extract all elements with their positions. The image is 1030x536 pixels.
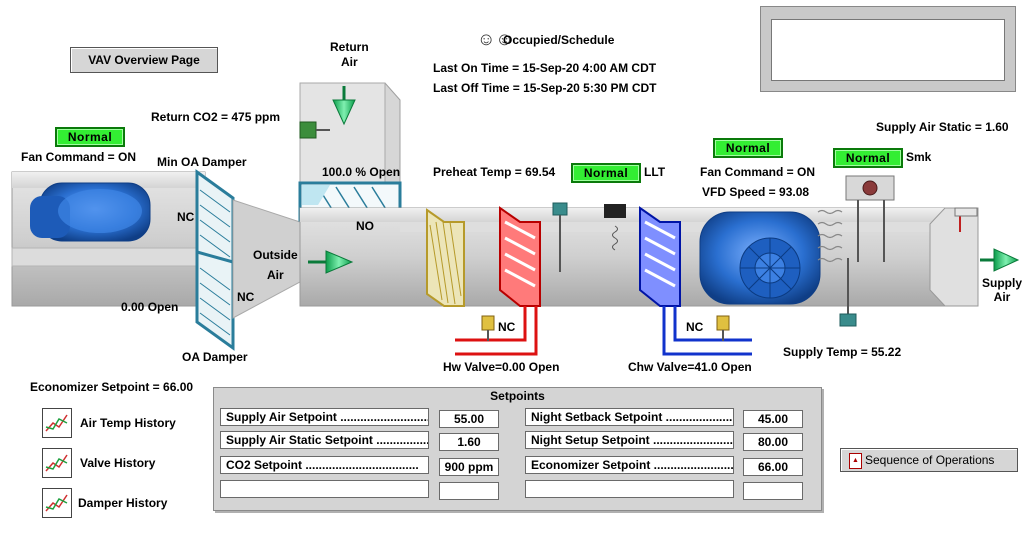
return-air-label: Return Air xyxy=(330,40,369,69)
setpoint-name: Economizer Setpoint ....................… xyxy=(525,456,734,474)
return-fan xyxy=(30,182,151,242)
setpoint-name: Supply Air Setpoint ....................… xyxy=(220,408,429,426)
setpoint-value[interactable]: 80.00 xyxy=(743,433,803,451)
air-temp-history-link[interactable]: Air Temp History xyxy=(42,408,182,438)
oa-damper-state: NC xyxy=(237,290,255,304)
hw-valve-state: NC xyxy=(498,320,516,334)
return-fan-command: Fan Command = ON xyxy=(21,150,137,164)
supply-air-label: Supply Air xyxy=(982,276,1023,304)
supply-fan-command: Fan Command = ON xyxy=(700,165,816,179)
sequence-of-operations-label: Sequence of Operations xyxy=(865,453,995,467)
oa-damper-position: 0.00 Open xyxy=(121,300,179,314)
outside-air-arrow xyxy=(308,250,354,274)
vfd-speed: VFD Speed = 93.08 xyxy=(702,185,810,199)
last-off-time: Last Off Time = 15-Sep-20 5:30 PM CDT xyxy=(433,81,657,95)
setpoint-value[interactable]: 900 ppm xyxy=(439,458,499,476)
vav-overview-button[interactable]: VAV Overview Page xyxy=(70,47,218,73)
return-co2: Return CO2 = 475 ppm xyxy=(151,110,281,124)
oa-damper-label: OA Damper xyxy=(182,350,248,364)
return-damper-state: NO xyxy=(356,219,374,233)
occupancy-status: Occupied/Schedule xyxy=(503,33,615,47)
people-icon: ☺☺ xyxy=(477,29,514,49)
min-oa-damper-state: NC xyxy=(177,210,195,224)
setpoint-value[interactable] xyxy=(439,482,499,500)
setpoints-title: Setpoints xyxy=(490,389,545,403)
supply-temp: Supply Temp = 55.22 xyxy=(783,345,902,359)
setpoint-name: Night Setup Setpoint ...................… xyxy=(525,431,734,449)
setpoint-name: CO2 Setpoint ...........................… xyxy=(220,456,429,474)
llt-label: LLT xyxy=(644,165,666,179)
last-on-time: Last On Time = 15-Sep-20 4:00 AM CDT xyxy=(433,61,657,75)
return-fan-status: Normal xyxy=(55,127,125,147)
damper-history-label: Damper History xyxy=(78,496,168,510)
setpoints-panel: Setpoints Supply Air Setpoint ..........… xyxy=(213,387,822,511)
trend-chart-icon xyxy=(42,408,72,438)
setpoint-value[interactable]: 1.60 xyxy=(439,433,499,451)
setpoint-name: Supply Air Static Setpoint .............… xyxy=(220,431,429,449)
damper-history-link[interactable]: Damper History xyxy=(42,488,182,518)
llt-status: Normal xyxy=(571,163,641,183)
setpoint-value[interactable] xyxy=(743,482,803,500)
setpoint-value[interactable]: 55.00 xyxy=(439,410,499,428)
setpoint-value[interactable]: 45.00 xyxy=(743,410,803,428)
return-damper-position: 100.0 % Open xyxy=(322,165,401,179)
sequence-of-operations-button[interactable]: ▲ Sequence of Operations xyxy=(840,448,1018,472)
outside-air-label: Outside Air xyxy=(253,248,298,282)
supply-air-arrow xyxy=(980,248,1020,272)
setpoint-name xyxy=(525,480,734,498)
min-oa-damper-label: Min OA Damper xyxy=(157,155,247,169)
economizer-setpoint-readout: Economizer Setpoint = 66.00 xyxy=(30,380,194,394)
setpoint-value[interactable]: 66.00 xyxy=(743,458,803,476)
blank-display-panel xyxy=(760,6,1016,92)
pdf-icon: ▲ xyxy=(849,453,862,469)
return-air-arrow xyxy=(332,86,356,126)
trend-chart-icon xyxy=(42,488,72,518)
supply-fan xyxy=(699,211,821,305)
supply-air-static: Supply Air Static = 1.60 xyxy=(876,120,1009,134)
supply-fan-status: Normal xyxy=(713,138,783,158)
valve-history-label: Valve History xyxy=(80,456,156,470)
setpoint-name: Night Setback Setpoint .................… xyxy=(525,408,734,426)
chw-valve-state: NC xyxy=(686,320,704,334)
trend-chart-icon xyxy=(42,448,72,478)
hw-valve-position: Hw Valve=0.00 Open xyxy=(443,360,560,374)
valve-history-link[interactable]: Valve History xyxy=(42,448,182,478)
chw-valve-position: Chw Valve=41.0 Open xyxy=(628,360,752,374)
air-temp-history-label: Air Temp History xyxy=(80,416,176,430)
smoke-status: Normal xyxy=(833,148,903,168)
setpoint-name xyxy=(220,480,429,498)
smoke-label: Smk xyxy=(906,150,932,164)
preheat-temp: Preheat Temp = 69.54 xyxy=(433,165,556,179)
